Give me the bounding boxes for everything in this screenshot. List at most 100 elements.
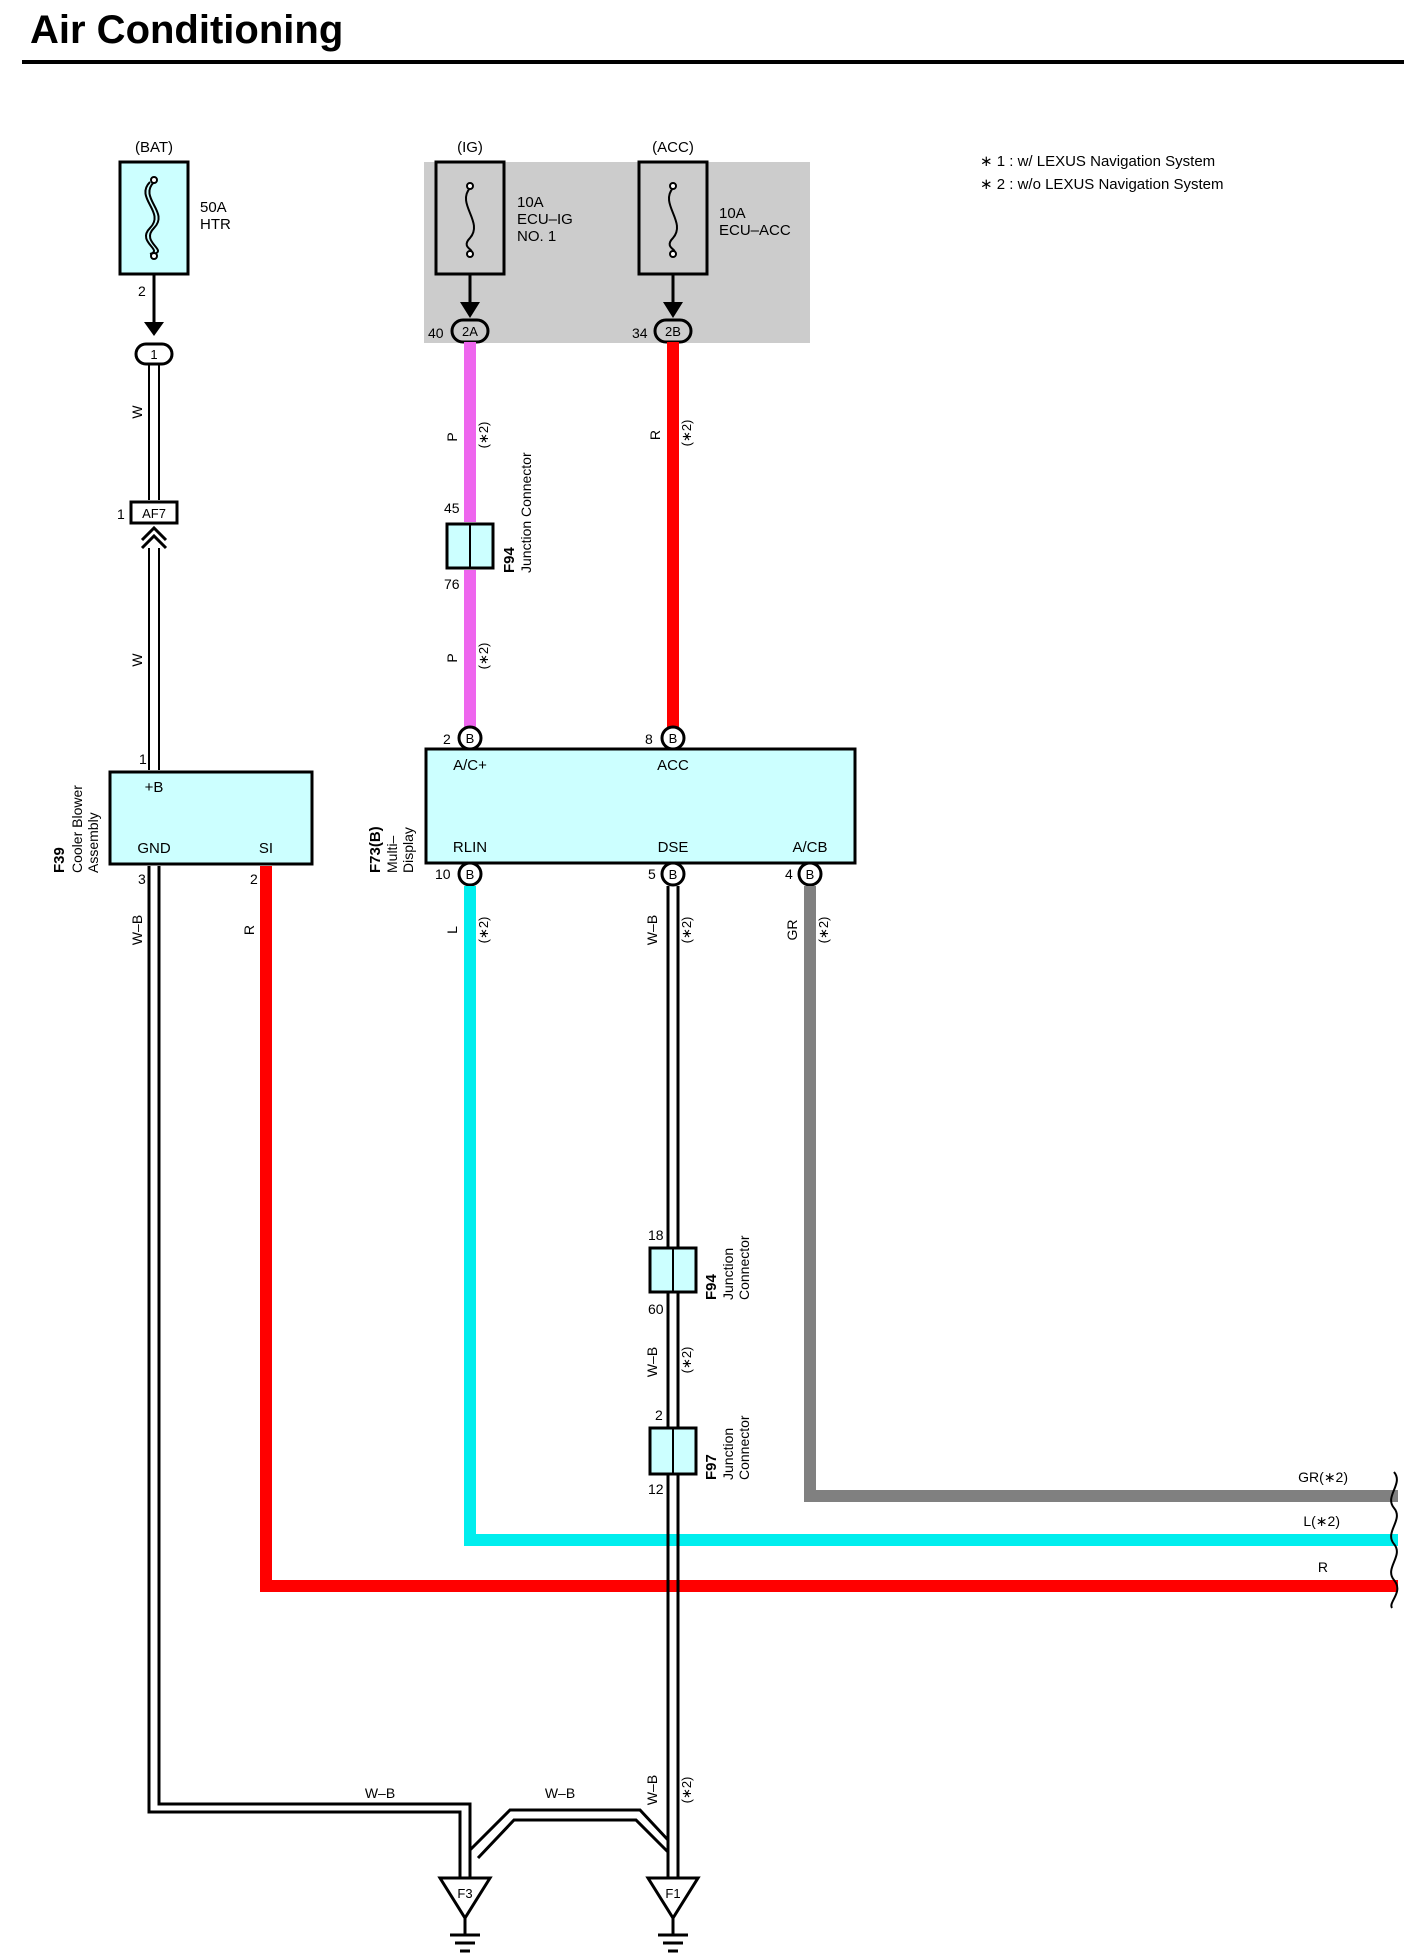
display-pin-acb: 4	[785, 866, 793, 882]
ground-f1-icon	[645, 1876, 701, 1953]
j1-code: F94	[501, 546, 518, 573]
wire-p-label-2: P	[444, 653, 460, 662]
display-pin-acp: 2	[443, 731, 451, 747]
wire-p-star-2: (∗2)	[476, 643, 491, 670]
blower-si-label: SI	[259, 840, 273, 857]
acc-arrow-icon	[663, 302, 683, 318]
title-rule	[22, 60, 1404, 64]
wire-r-acc-star: (∗2)	[679, 420, 694, 447]
wire-l-star: (∗2)	[476, 917, 491, 944]
fuse-ecuig-name-1: ECU–IG	[517, 211, 573, 228]
fuse-htr-name: HTR	[200, 216, 231, 233]
display-box	[424, 747, 857, 865]
display-code: F73(B)	[367, 826, 384, 873]
wire-wb-link	[468, 1808, 670, 1860]
blower-pin-plusb: 1	[139, 751, 147, 767]
j1-name: Junction Connector	[518, 452, 534, 573]
ig-pin: 40	[428, 325, 444, 341]
wire-wb-dse-star-2: (∗2)	[679, 1347, 694, 1374]
wire-r-acc-label: R	[647, 430, 663, 440]
wire-wb-dse	[666, 886, 680, 1878]
display-conn-acp: B	[466, 731, 475, 746]
j3-code: F97	[703, 1454, 720, 1480]
wire-wb-gnd-label-2: W–B	[365, 1785, 395, 1801]
display-connectors-top	[457, 725, 686, 751]
acc-pin: 34	[632, 325, 648, 341]
fuse-ecuig-rating: 10A	[517, 194, 544, 211]
af7-connector	[129, 500, 179, 525]
display-conn-dse: B	[669, 867, 678, 882]
wire-gr-right-label: GR(∗2)	[1298, 1469, 1348, 1485]
ground-f3-icon	[437, 1876, 493, 1953]
blower-box	[108, 770, 314, 866]
j2-pin-top: 18	[648, 1227, 664, 1243]
af7-pin: 1	[117, 506, 125, 522]
fuse-ecuacc-icon	[667, 182, 679, 258]
j3-name-1: Junction	[720, 1428, 736, 1480]
display-acb-label: A/CB	[792, 839, 827, 856]
continuation-break-icon	[1390, 1471, 1399, 1609]
fuse-htr-pin: 2	[138, 283, 146, 299]
j1-pin-bot: 76	[444, 576, 460, 592]
ig-connector-label: 2A	[462, 324, 478, 339]
display-name-2: Display	[400, 827, 416, 873]
wire-wb-dse-star-1: (∗2)	[679, 917, 694, 944]
wire-l-label: L	[444, 926, 460, 934]
blower-name-1: Cooler Blower	[69, 785, 85, 873]
ground-f1-label: F1	[665, 1886, 680, 1901]
display-conn-acb: B	[806, 867, 815, 882]
wire-wb-gnd-label-1: W–B	[129, 915, 145, 945]
ground-f3-label: F3	[457, 1886, 472, 1901]
page-title: Air Conditioning	[30, 8, 344, 52]
display-conn-acc: B	[669, 731, 678, 746]
wire-r-si	[260, 866, 1398, 1592]
acc-connector-label: 2B	[665, 324, 681, 339]
display-acc-label: ACC	[657, 757, 689, 774]
fuse-ecuacc-name: ECU–ACC	[719, 222, 791, 239]
af7-label: AF7	[142, 506, 166, 521]
wire-l	[464, 886, 1398, 1546]
note-1: ∗ 1 : w/ LEXUS Navigation System	[980, 153, 1215, 170]
note-2: ∗ 2 : w/o LEXUS Navigation System	[980, 176, 1224, 193]
ig-label: (IG)	[457, 139, 483, 156]
display-dse-label: DSE	[658, 839, 689, 856]
display-acp-label: A/C+	[453, 757, 487, 774]
wire-gr-label: GR	[784, 920, 800, 941]
wire-wb-dse-label-3: W–B	[644, 1775, 660, 1805]
fuse-ecuig-name-2: NO. 1	[517, 228, 556, 245]
blower-plusb-label: +B	[145, 779, 164, 796]
fuse-ecuacc-rating: 10A	[719, 205, 746, 222]
blower-name-2: Assembly	[85, 812, 101, 873]
j1-pin-top: 45	[444, 500, 460, 516]
j3-pin-bot: 12	[648, 1481, 664, 1497]
wire-r-si-label: R	[241, 925, 257, 935]
blower-gnd-label: GND	[137, 840, 171, 857]
display-connectors-bottom	[457, 861, 823, 887]
j2-name-2: Connector	[736, 1235, 752, 1300]
display-rlin-label: RLIN	[453, 839, 487, 856]
blower-pin-si: 2	[250, 871, 258, 887]
fuse-htr-rating: 50A	[200, 199, 227, 216]
fuse-ecuig-icon	[464, 182, 476, 258]
display-pin-rlin: 10	[435, 866, 451, 882]
wire-w-label-2: W	[129, 653, 145, 667]
wire-p-label-1: P	[444, 432, 460, 441]
bat-label: (BAT)	[135, 139, 173, 156]
wire-gr	[804, 886, 1398, 1502]
wire-l-right-label: L(∗2)	[1303, 1513, 1340, 1529]
wire-wb-dse-star-3: (∗2)	[679, 1777, 694, 1804]
wire-wb-dse-label-2: W–B	[644, 1347, 660, 1377]
wire-gr-star: (∗2)	[816, 917, 831, 944]
j3-pin-top: 2	[655, 1407, 663, 1423]
fuse-htr-icon	[144, 176, 160, 260]
bat-connector-label: 1	[150, 347, 157, 362]
wire-wb-dse-label-1: W–B	[644, 915, 660, 945]
display-pin-dse: 5	[648, 866, 656, 882]
blower-code: F39	[51, 847, 68, 873]
wire-p-star-1: (∗2)	[476, 422, 491, 449]
bat-arrow-icon	[144, 322, 164, 336]
j3-name-2: Connector	[736, 1415, 752, 1480]
blower-pin-gnd: 3	[138, 871, 146, 887]
wire-wb-gnd	[147, 866, 472, 1878]
